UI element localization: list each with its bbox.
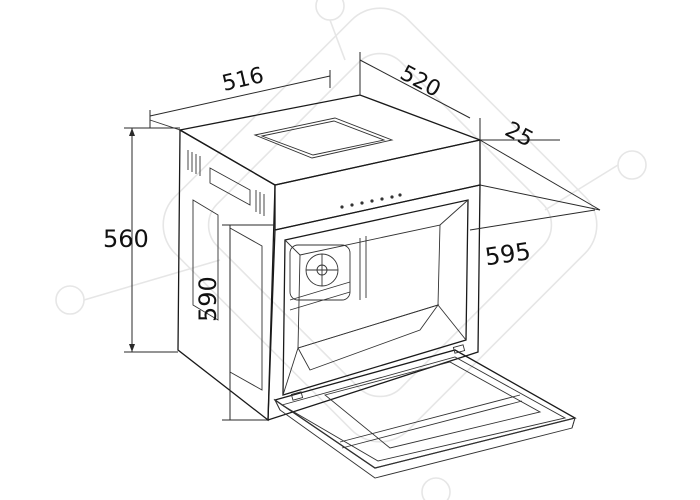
dim-front-height-label: 590 (194, 276, 222, 322)
door-handle (339, 394, 523, 449)
oven-front-frame (267, 184, 481, 421)
oven-door (273, 344, 577, 479)
dimension-lines (124, 52, 601, 421)
dim-offset-label: 25 (501, 117, 537, 152)
control-indicators (340, 193, 402, 209)
dim-overall-height-label: 560 (103, 225, 149, 253)
oven-top-surface (178, 94, 483, 186)
dim-depth-top-label: 520 (396, 61, 445, 103)
oven-cavity-back (297, 224, 441, 349)
rack-rails (289, 236, 367, 311)
top-vent-recess (253, 117, 394, 159)
side-vent-slots (187, 150, 265, 216)
watermark (55, 0, 647, 500)
fan-cover (289, 244, 351, 301)
dim-front-width-label: 595 (483, 237, 532, 271)
oven-body (177, 94, 483, 422)
door-glass (324, 361, 542, 449)
